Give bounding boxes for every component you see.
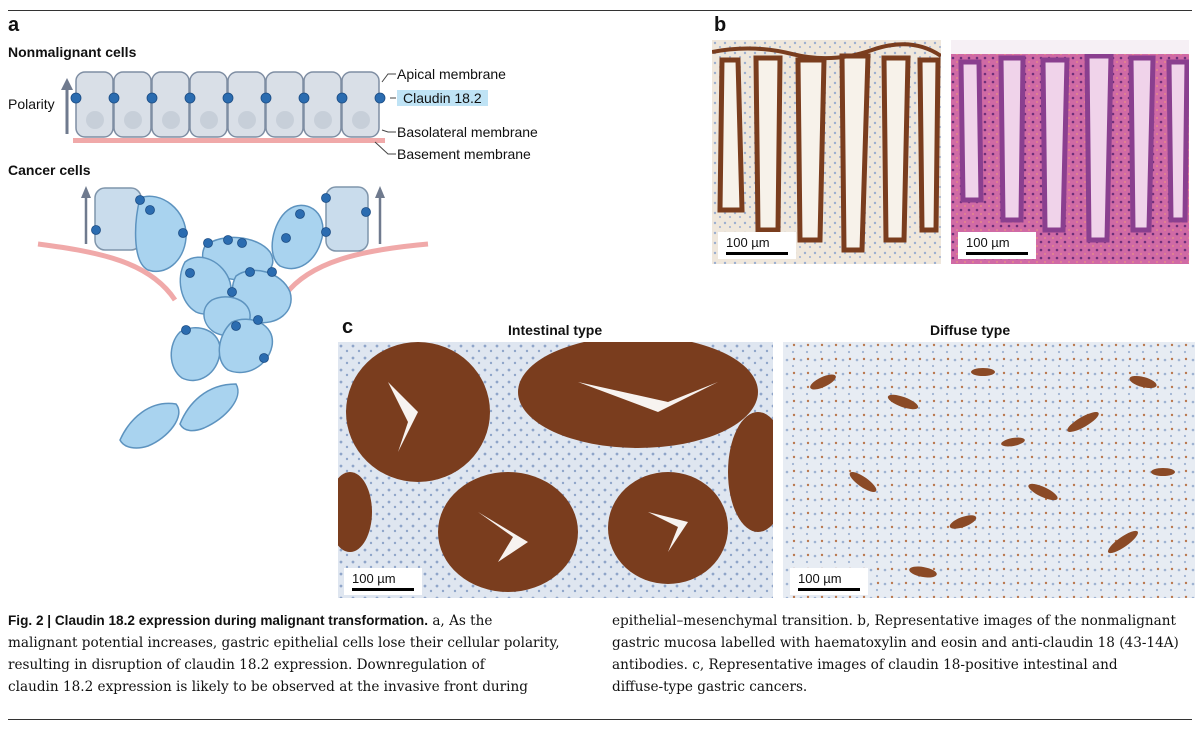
claudin-dot <box>108 92 120 104</box>
caption-line-5: epithelial–mesenchymal transition. b, Re… <box>612 613 1176 629</box>
claudin-dot <box>146 92 158 104</box>
basement-membrane-right <box>283 241 429 297</box>
scale-bar-c1: 100 µm <box>344 568 422 595</box>
he-stain-texture <box>951 40 1189 264</box>
caption-column-2: epithelial–mesenchymal transition. b, Re… <box>612 610 1192 698</box>
epithelial-cell-row <box>70 71 386 138</box>
diffuse-type-title: Diffuse type <box>930 322 1011 338</box>
panel-b-letter: b <box>714 14 727 36</box>
caption-line-8: diffuse-type gastric cancers. <box>612 679 808 695</box>
caption-text-1: a, As the <box>428 613 493 629</box>
fig-title: Claudin 18.2 expression during malignant… <box>54 613 428 628</box>
polarity-arrow <box>61 78 73 134</box>
caption-line-3: resulting in disruption of claudin 18.2 … <box>8 657 485 673</box>
panel-a-diagram <box>37 71 429 449</box>
scale-line-b2 <box>966 252 1028 255</box>
scale-line-c2 <box>798 588 860 591</box>
diffuse-texture <box>783 342 1195 598</box>
bottom-rule <box>8 719 1192 720</box>
caption-line-1: Fig. 2 | Claudin 18.2 expression during … <box>8 610 598 632</box>
top-rule <box>8 10 1192 11</box>
basement-membrane <box>73 138 385 143</box>
anti-claudin18-texture <box>712 40 941 264</box>
scale-label-b1: 100 µm <box>726 235 770 250</box>
nonmalignant-title: Nonmalignant cells <box>8 44 137 60</box>
caption-column-1: Fig. 2 | Claudin 18.2 expression during … <box>8 610 598 698</box>
cell-nucleus <box>276 111 294 129</box>
diffuse-type-image <box>783 342 1195 598</box>
cell-nucleus <box>200 111 218 129</box>
intestinal-type-title: Intestinal type <box>508 322 603 338</box>
cell-nucleus <box>314 111 332 129</box>
basement-membrane-left <box>37 241 178 302</box>
intestinal-type-image <box>338 342 773 598</box>
cell-nucleus <box>352 111 370 129</box>
claudin-dot <box>70 92 82 104</box>
caption-line-6: gastric mucosa labelled with haematoxyli… <box>612 635 1179 651</box>
claudin-dot <box>222 92 234 104</box>
caption-line-2: malignant potential increases, gastric e… <box>8 635 560 651</box>
claudin-label: Claudin 18.2 <box>397 90 488 106</box>
scale-label-c2: 100 µm <box>798 571 842 586</box>
cancer-title: Cancer cells <box>8 162 91 178</box>
claudin-dot <box>184 92 196 104</box>
apical-membrane-label: Apical membrane <box>397 66 506 82</box>
panel-c-letter: c <box>342 316 354 338</box>
basement-membrane-label: Basement membrane <box>397 146 531 162</box>
cell-nucleus <box>124 111 142 129</box>
claudin-dot <box>260 92 272 104</box>
scale-bar-b2: 100 µm <box>958 232 1036 259</box>
cell-nucleus <box>238 111 256 129</box>
scale-bar-b1: 100 µm <box>718 232 796 259</box>
claudin-dot <box>298 92 310 104</box>
caption-line-7: antibodies. c, Representative images of … <box>612 657 1118 673</box>
panel-a-letter: a <box>8 14 20 36</box>
anti-claudin18-image <box>712 40 941 264</box>
cell-nucleus <box>162 111 180 129</box>
he-stain-image <box>951 40 1189 264</box>
intestinal-texture <box>338 342 773 598</box>
scale-line-c1 <box>352 588 414 591</box>
polarity-label: Polarity <box>8 96 55 112</box>
scale-bar-c2: 100 µm <box>790 568 868 595</box>
caption-line-4: claudin 18.2 expression is likely to be … <box>8 679 528 695</box>
scale-label-b2: 100 µm <box>966 235 1010 250</box>
claudin-dot <box>374 92 386 104</box>
scale-line-b1 <box>726 252 788 255</box>
cancer-cells <box>37 186 429 449</box>
basolateral-membrane-label: Basolateral membrane <box>397 124 538 140</box>
fig-label: Fig. 2 | <box>8 613 55 628</box>
claudin-dot <box>336 92 348 104</box>
scale-label-c1: 100 µm <box>352 571 396 586</box>
cell-nucleus <box>86 111 104 129</box>
leader-lines <box>374 73 396 155</box>
